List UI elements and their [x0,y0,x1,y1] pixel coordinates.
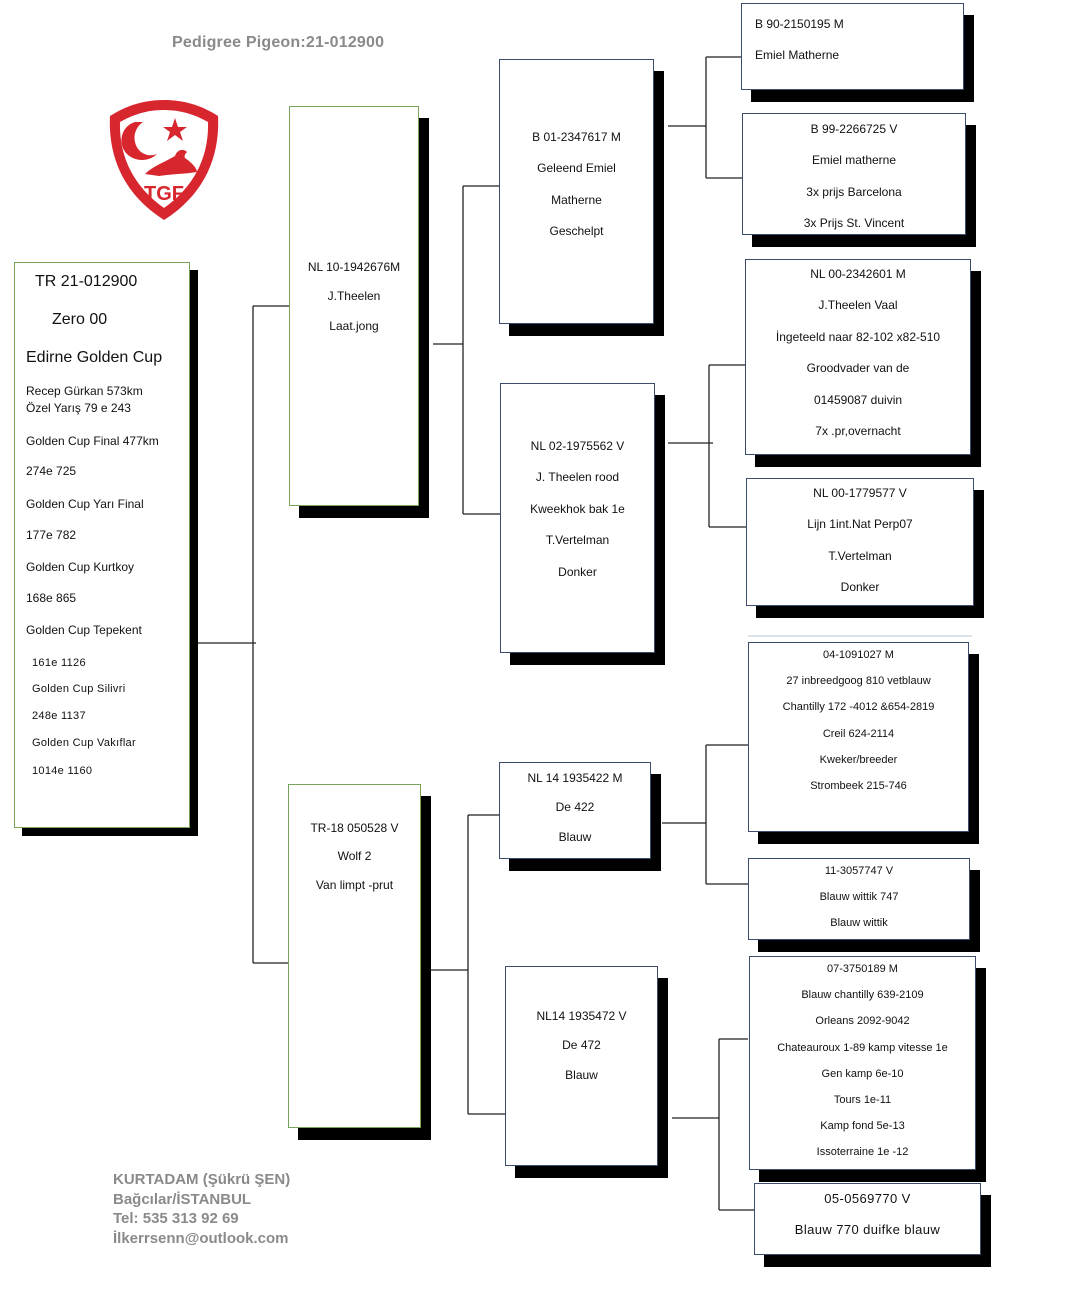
gg5-line: 27 inbreedgoog 810 vetblauw [786,675,931,688]
gg5-line: Chantilly 172 -4012 &654-2819 [782,701,935,714]
breeder-location: Bağcılar/İSTANBUL [113,1190,252,1208]
breeder-name: KURTADAM (Şükrü ŞEN) [113,1171,291,1188]
result-line: 1014e 1160 [32,765,93,777]
sire-dam-line: T.Vertelman [545,533,610,548]
sire-dam-line: Donker [558,564,597,579]
gg4-line: NL 00-1779577 V [813,486,907,500]
gg5-line: Strombeek 215-746 [810,779,907,792]
great-grandparent-card-8: 05-0569770 V Blauw 770 duifke blauw [754,1183,981,1255]
gg4-line: Lijn 1int.Nat Perp07 [807,517,913,532]
dam-dam-line: De 472 [562,1038,601,1053]
gg8-line: Blauw 770 duifke blauw [794,1221,941,1237]
great-grandparent-card-5: 04-1091027 M 27 inbreedgoog 810 vetblauw… [748,642,969,832]
sire-line: J.Theelen [327,289,381,304]
gg6-line: Blauw wittik [830,917,888,930]
great-grandparent-card-1: B 90-2150195 M Emiel Matherne [741,3,964,90]
gg7-line: Gen kamp 6e-10 [821,1067,904,1080]
gg7-line: Blauw chantilly 639-2109 [801,989,924,1002]
great-grandparent-card-4: NL 00-1779577 V Lijn 1int.Nat Perp07 T.V… [746,478,974,606]
great-grandparent-card-2: B 99-2266725 V Emiel matherne 3x prijs B… [742,113,966,235]
dam-dam-line: Blauw [565,1067,598,1082]
sire-sire-line: B 01-2347617 M [532,130,621,144]
sire-sire-line: Geleend Emiel [537,161,616,176]
sire-sire-card: B 01-2347617 M Geleend Emiel Matherne Ge… [499,59,654,324]
sire-dam-line: NL 02-1975562 V [530,439,625,453]
sire-sire-line: Matherne [551,192,602,207]
dam-dam-card: NL14 1935472 V De 472 Blauw [505,966,658,1166]
gg4-line: Donker [840,580,880,595]
gg5-line: Creil 624-2114 [822,727,895,740]
gg2-line: Emiel matherne [811,153,897,168]
dam-sire-card: NL 14 1935422 M De 422 Blauw [499,762,651,859]
gg7-line: Issoterraine 1e -12 [816,1146,909,1159]
gg3-line: 7x .pr,overnacht [815,423,901,438]
dam-sire-line: De 422 [555,800,595,815]
dam-sire-line: NL 14 1935422 M [527,771,623,785]
dam-sire-line: Blauw [558,829,592,844]
dam-card: TR-18 050528 V Wolf 2 Van limpt -prut [288,784,421,1128]
sire-line: NL 10-1942676M [307,260,401,274]
main-pigeon-card: TR 21-012900 Zero 00 Edirne Golden Cup R… [14,262,190,828]
result-line: 274e 725 [26,464,77,478]
gg2-line: 3x prijs Barcelona [806,184,902,199]
result-line: Özel Yarış 79 e 243 [26,401,131,415]
gg7-line: Kamp fond 5e-13 [820,1120,905,1133]
gg6-line: Blauw wittik 747 [819,891,899,904]
gg3-line: 01459087 duivin [813,392,903,407]
gg2-line: 3x Prijs St. Vincent [803,216,905,231]
sire-dam-line: Kweekhok bak 1e [530,501,625,516]
logo-text: TGF [144,183,184,205]
main-race-title: Edirne Golden Cup [26,349,163,366]
gg7-line: Chateauroux 1-89 kamp vitesse 1e [777,1041,948,1054]
gg3-line: Groodvader van de [806,361,910,376]
dam-dam-line: NL14 1935472 V [536,1009,627,1023]
gg3-line: NL 00-2342601 M [810,267,906,281]
gg7-line: 07-3750189 M [827,963,898,975]
sire-sire-line: Geschelpt [549,224,604,239]
result-line: Golden Cup Yarı Final [26,497,144,511]
main-pigeon-name: Zero 00 [52,311,108,328]
sire-dam-card: NL 02-1975562 V J. Theelen rood Kweekhok… [500,383,655,653]
result-line: Recep Gürkan 573km [26,384,143,398]
breeder-phone: Tel: 535 313 92 69 [113,1210,239,1227]
gg3-line: J.Theelen Vaal [818,298,898,313]
great-grandparent-card-7: 07-3750189 M Blauw chantilly 639-2109 Or… [749,956,976,1170]
gg4-line: T.Vertelman [828,548,892,563]
gg5-line: 04-1091027 M [823,649,894,661]
gg1-line: Emiel Matherne [755,48,840,63]
sire-card: NL 10-1942676M J.Theelen Laat.jong [289,106,419,506]
dam-line: Wolf 2 [337,849,372,864]
main-ring-number: TR 21-012900 [35,273,138,290]
breeder-email: İlkerrsenn@outlook.com [113,1229,289,1247]
result-line: Golden Cup Tepekent [26,623,142,637]
result-line: 248e 1137 [32,710,86,722]
gg5-line: Kweker/breeder [819,753,898,766]
dam-line: TR-18 050528 V [310,821,399,835]
gg3-line: İngeteeld naar 82-102 x82-510 [775,329,941,344]
sire-dam-line: J. Theelen rood [535,470,620,485]
result-line: Golden Cup Kurtkoy [26,560,135,574]
breeder-contact: KURTADAM (Şükrü ŞEN) Bağcılar/İSTANBUL T… [113,1170,290,1248]
tgf-logo: TGF 2006 [109,100,219,220]
gg8-line: 05-0569770 V [824,1191,911,1206]
result-line: 177e 782 [26,528,77,542]
logo-year: 2006 [156,207,172,214]
result-line: Golden Cup Final 477km [26,434,159,448]
gg7-line: Tours 1e-11 [833,1093,892,1106]
sire-line: Laat.jong [329,318,379,333]
dam-line: Van limpt -prut [315,877,394,892]
great-grandparent-card-6: 11-3057747 V Blauw wittik 747 Blauw witt… [748,858,970,940]
gg6-line: 11-3057747 V [824,865,894,877]
great-grandparent-card-3: NL 00-2342601 M J.Theelen Vaal İngeteeld… [745,259,971,455]
gg2-line: B 99-2266725 V [810,122,898,136]
result-line: Golden Cup Vakıflar [32,737,136,749]
gg7-line: Orleans 2092-9042 [815,1015,910,1028]
pedigree-title: Pedigree Pigeon:21-012900 [172,34,385,51]
gg1-line: B 90-2150195 M [755,17,844,31]
result-line: 168e 865 [26,591,77,605]
result-line: Golden Cup Silivri [32,683,126,695]
result-line: 161e 1126 [32,657,86,669]
